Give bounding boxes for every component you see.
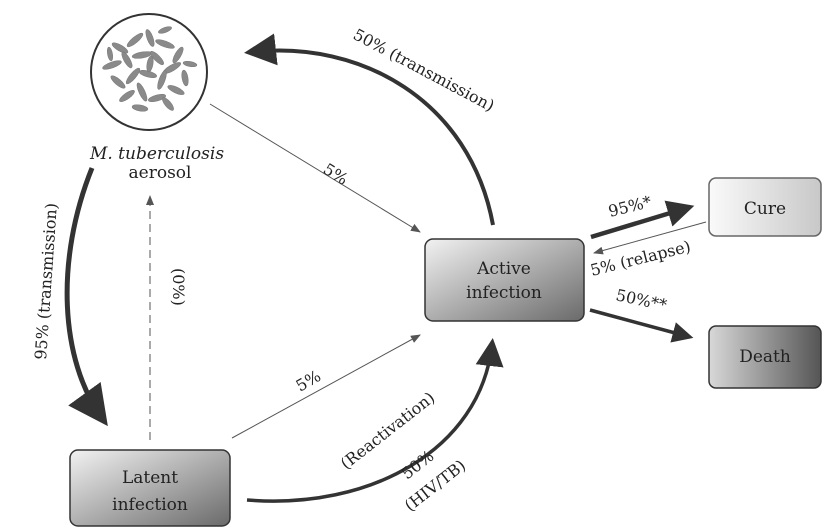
- latent-infection-node: Latent infection: [69, 449, 231, 527]
- edge-reactivation: [246, 338, 504, 503]
- latent-infection-label-line1: Latent: [122, 468, 178, 488]
- active-infection-label-line1: Active: [476, 259, 531, 279]
- edge-cure-to-active: [593, 221, 707, 255]
- edge-label-active-to-cure: 95%*: [606, 192, 653, 221]
- death-label: Death: [739, 347, 791, 367]
- death-box: [708, 325, 822, 389]
- aerosol-subtitle: aerosol: [129, 163, 192, 183]
- edge-label-active-to-death: 50%**: [614, 285, 668, 314]
- edge-active-to-death: [589, 308, 694, 343]
- edge-active-to-aerosol: [244, 33, 495, 226]
- edge-label-cure-to-active: 5% (relapse): [588, 237, 692, 280]
- edge-label-aerosol-to-latent: 95% (transmission): [31, 202, 61, 360]
- edge-active-to-cure: [590, 200, 695, 240]
- aerosol-node: M. tuberculosis aerosol: [89, 13, 224, 183]
- latent-infection-label-line2: infection: [112, 495, 188, 515]
- edge-label-aerosol-to-active: 5%: [320, 159, 352, 189]
- cure-node: Cure: [708, 177, 822, 237]
- cure-box: [708, 177, 822, 237]
- edge-aerosol-to-latent: [64, 167, 108, 427]
- active-infection-node: Active infection: [424, 238, 585, 322]
- death-node: Death: [708, 325, 822, 389]
- aerosol-title: M. tuberculosis: [89, 144, 224, 164]
- edge-latent-to-active: [231, 334, 421, 439]
- cure-label: Cure: [744, 199, 786, 219]
- active-infection-label-line2: infection: [466, 283, 542, 303]
- edge-aerosol-to-active: [209, 103, 421, 233]
- edge-label-latent-to-active: 5%: [293, 366, 324, 395]
- active-infection-box: [424, 238, 585, 322]
- bacteria-cluster-icon: [102, 26, 198, 112]
- edge-label-latent-to-aerosol: (0%): [169, 268, 188, 306]
- latent-infection-box: [69, 449, 231, 527]
